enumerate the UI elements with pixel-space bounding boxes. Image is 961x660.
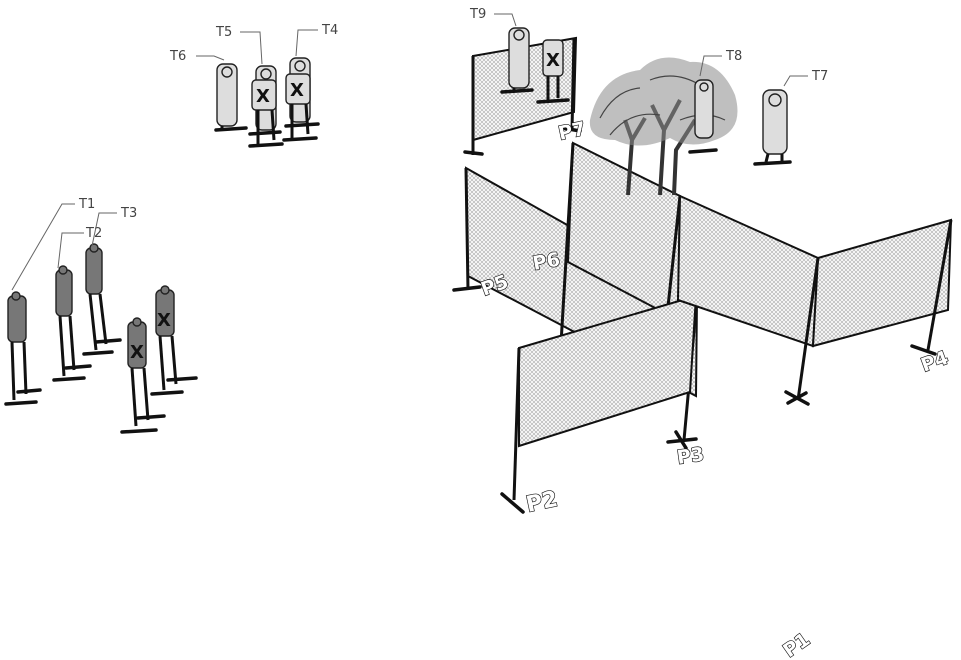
target-t2 bbox=[54, 266, 90, 380]
panel-p2-p3 bbox=[502, 296, 696, 512]
target-label-t3: T3 bbox=[120, 206, 137, 221]
target-t1 bbox=[6, 292, 40, 404]
panel-right bbox=[678, 196, 951, 404]
target-t3 bbox=[84, 244, 120, 354]
position-label-p7: P7 bbox=[556, 118, 587, 145]
svg-text:X: X bbox=[290, 80, 304, 101]
target-label-t6: T6 bbox=[169, 49, 186, 64]
position-label-p6: P6 bbox=[531, 249, 562, 275]
svg-text:X: X bbox=[157, 310, 171, 331]
svg-text:X: X bbox=[546, 50, 560, 71]
svg-text:X: X bbox=[256, 86, 270, 107]
position-label-p2: P2 bbox=[524, 487, 560, 518]
target-label-t8: T8 bbox=[725, 49, 742, 64]
position-label-p1: P1 bbox=[779, 628, 814, 660]
target-label-t4: T4 bbox=[321, 23, 338, 38]
target-label-t9: T9 bbox=[469, 7, 486, 22]
position-label-p3: P3 bbox=[676, 443, 706, 469]
target-t7 bbox=[755, 90, 790, 164]
target-label-t1: T1 bbox=[78, 197, 95, 212]
no-shoot-target-b: X bbox=[152, 286, 196, 394]
target-t6 bbox=[216, 64, 246, 130]
target-label-t5: T5 bbox=[215, 25, 232, 40]
svg-text:X: X bbox=[130, 342, 144, 363]
target-label-t7: T7 bbox=[811, 69, 828, 84]
